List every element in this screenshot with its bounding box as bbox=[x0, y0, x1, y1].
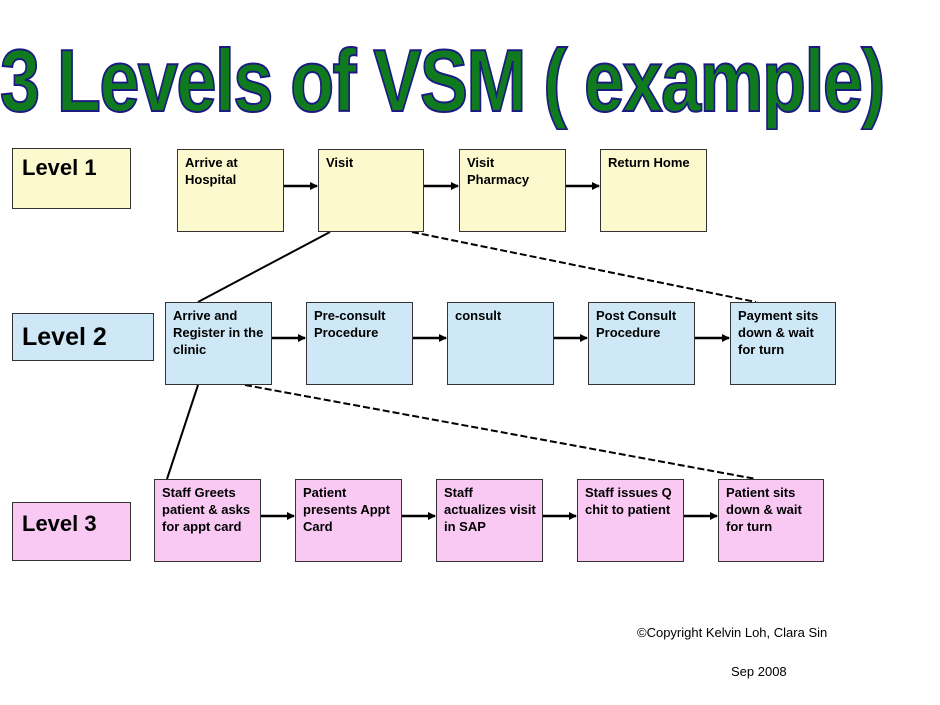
step-consult: consult bbox=[447, 302, 554, 385]
level-1-label: Level 1 bbox=[12, 148, 131, 209]
level-3-label: Level 3 bbox=[12, 502, 131, 561]
zoom-line-l2-right bbox=[244, 384, 757, 480]
level-2-label: Level 2 bbox=[12, 313, 154, 361]
step-return-home: Return Home bbox=[600, 149, 707, 232]
step-arrive-and-register: Arrive and Register in the clinic bbox=[165, 302, 272, 385]
copyright-text: ©Copyright Kelvin Loh, Clara Sin bbox=[637, 625, 828, 640]
zoom-line-l1-right bbox=[411, 231, 757, 303]
step-staff-greets-patient: Staff Greets patient & asks for appt car… bbox=[154, 479, 261, 562]
step-visit-pharmacy: Visit Pharmacy bbox=[459, 149, 566, 232]
step-pre-consult-procedure: Pre-consult Procedure bbox=[306, 302, 413, 385]
diagram-title: 3 Levels of VSM ( example) bbox=[0, 30, 886, 131]
step-staff-actualizes-visit: Staff actualizes visit in SAP bbox=[436, 479, 543, 562]
step-visit: Visit bbox=[318, 149, 424, 232]
step-patient-presents-appt-card: Patient presents Appt Card bbox=[295, 479, 402, 562]
step-arrive-at-hospital: Arrive at Hospital bbox=[177, 149, 284, 232]
step-patient-sits-down: Patient sits down & wait for turn bbox=[718, 479, 824, 562]
step-staff-issues-q-chit: Staff issues Q chit to patient bbox=[577, 479, 684, 562]
date-text: Sep 2008 bbox=[731, 664, 787, 679]
step-payment: Payment sits down & wait for turn bbox=[730, 302, 836, 385]
zoom-line-l2-left bbox=[166, 384, 199, 480]
step-post-consult-procedure: Post Consult Procedure bbox=[588, 302, 695, 385]
zoom-line-l1-left bbox=[197, 231, 331, 303]
